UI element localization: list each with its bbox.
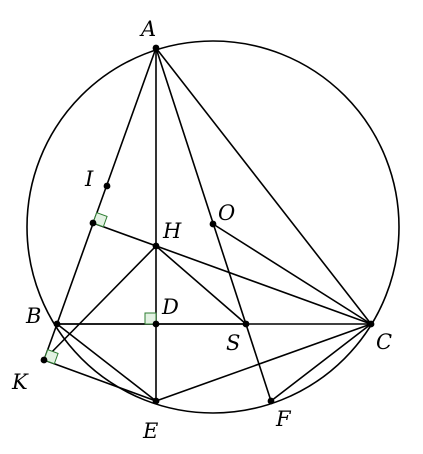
segment-KE [43,359,157,402]
segment-OC [212,223,372,325]
point-K [40,356,48,364]
point-E [152,397,160,405]
point-B [53,320,61,328]
segment-CJ [92,222,372,325]
label-O: O [218,201,235,225]
segment-CF [270,323,372,402]
label-E: E [142,419,158,443]
segment-KH [43,245,157,361]
segment-HS [155,245,247,325]
right-angle-D [144,312,157,325]
point-I [103,182,111,190]
right-angle-J [92,212,108,228]
label-S: S [226,331,240,355]
point-C [367,320,375,328]
label-D: D [161,295,179,319]
label-B: B [25,304,41,328]
right-angle-K [43,349,59,365]
point-S [242,320,250,328]
label-H: H [162,219,182,243]
points [40,44,375,405]
point-J [89,219,97,227]
point-O [209,220,217,228]
label-I: I [84,167,94,191]
point-D [152,320,160,328]
segment-EC [155,323,372,402]
label-K: K [11,370,29,394]
circumcircle [26,40,400,414]
point-F [267,397,275,405]
segment-BE [56,323,157,402]
label-F: F [275,407,292,431]
point-A [152,44,160,52]
label-A: A [139,17,156,41]
point-H [152,242,160,250]
right-angle-markers [43,212,157,365]
point-labels: A I O H B D S C K E F [11,17,392,443]
segment-AC [155,47,372,325]
label-C: C [376,330,392,354]
